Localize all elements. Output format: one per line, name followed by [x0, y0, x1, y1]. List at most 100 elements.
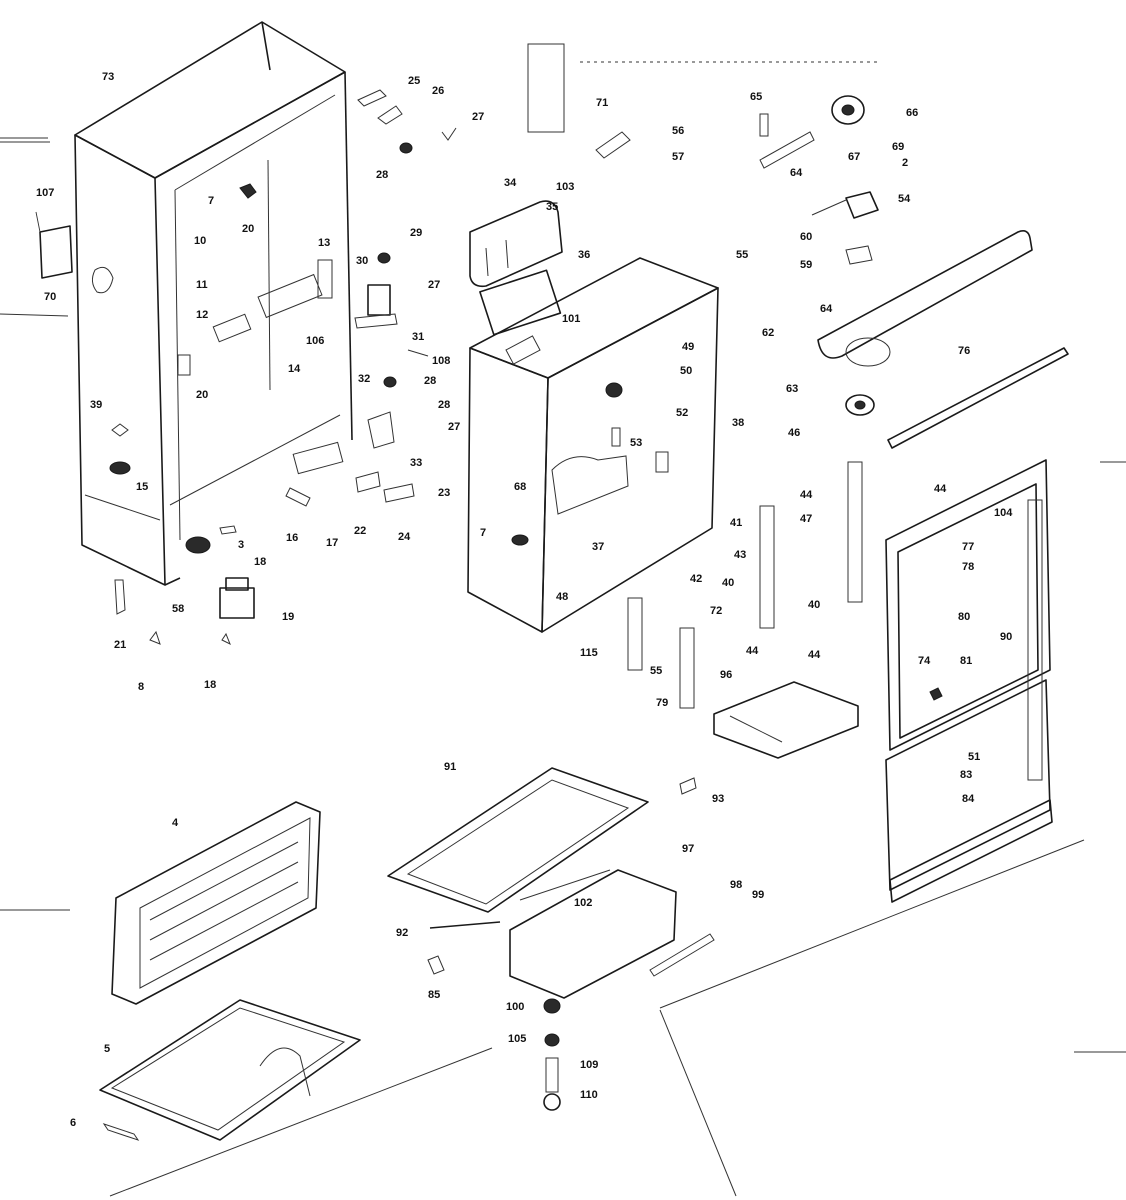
callout-36: 36 [578, 249, 590, 261]
callout-72: 72 [710, 605, 722, 617]
callout-110: 110 [580, 1089, 598, 1101]
callout-20: 20 [196, 389, 208, 401]
callout-13: 13 [318, 237, 330, 249]
fan-motor-parts [759, 95, 879, 265]
callout-33: 33 [410, 457, 422, 469]
callout-11: 11 [196, 279, 208, 291]
front-grille-4 [111, 801, 321, 1005]
callout-28: 28 [424, 375, 436, 387]
callout-85: 85 [428, 989, 440, 1001]
callout-54: 54 [898, 193, 911, 205]
callout-18: 18 [204, 679, 216, 691]
callout-102: 102 [574, 897, 592, 909]
callout-31: 31 [412, 331, 424, 343]
callout-81: 81 [960, 655, 972, 667]
callout-8: 8 [138, 681, 144, 693]
callout-6: 6 [70, 1117, 76, 1129]
callout-28: 28 [438, 399, 450, 411]
callout-7: 7 [208, 195, 214, 207]
callout-38: 38 [732, 417, 744, 429]
callout-60: 60 [800, 231, 812, 243]
callout-25: 25 [408, 75, 420, 87]
shelf-supports [627, 461, 863, 759]
callout-73: 73 [102, 71, 114, 83]
callout-34: 34 [504, 177, 517, 189]
callout-35: 35 [546, 201, 558, 213]
callout-79: 79 [656, 697, 668, 709]
callout-27: 27 [448, 421, 460, 433]
callout-62: 62 [762, 327, 774, 339]
callout-44: 44 [746, 645, 759, 657]
callout-107: 107 [36, 187, 54, 199]
freezer-liner [467, 257, 719, 633]
callout-27: 27 [428, 279, 440, 291]
callout-22: 22 [354, 525, 366, 537]
callout-42: 42 [690, 573, 702, 585]
crisper-cover-91 [387, 767, 715, 999]
callout-16: 16 [286, 532, 298, 544]
air-duct-76 [817, 230, 1069, 449]
callout-18: 18 [254, 556, 266, 568]
callout-63: 63 [786, 383, 798, 395]
callout-19: 19 [282, 611, 294, 623]
callout-92: 92 [396, 927, 408, 939]
callout-98: 98 [730, 879, 742, 891]
callout-40: 40 [722, 577, 734, 589]
callout-70: 70 [44, 291, 56, 303]
callout-69: 69 [892, 141, 904, 153]
callout-44: 44 [808, 649, 821, 661]
callout-47: 47 [800, 513, 812, 525]
callout-66: 66 [906, 107, 918, 119]
outer-cabinet [74, 21, 353, 586]
callout-108: 108 [432, 355, 450, 367]
callout-23: 23 [438, 487, 450, 499]
callout-67: 67 [848, 151, 860, 163]
callout-59: 59 [800, 259, 812, 271]
callout-49: 49 [682, 341, 694, 353]
callout-104: 104 [994, 507, 1013, 519]
callout-68: 68 [514, 481, 526, 493]
callout-40: 40 [808, 599, 820, 611]
callout-37: 37 [592, 541, 604, 553]
callout-103: 103 [556, 181, 574, 193]
callout-91: 91 [444, 761, 456, 773]
evaporator-cover [469, 43, 631, 336]
callout-115: 115 [580, 647, 598, 659]
callout-84: 84 [962, 793, 975, 805]
callout-17: 17 [326, 537, 338, 549]
callout-20: 20 [242, 223, 254, 235]
callout-52: 52 [676, 407, 688, 419]
callout-7: 7 [480, 527, 486, 539]
callout-74: 74 [918, 655, 931, 667]
callout-77: 77 [962, 541, 974, 553]
callout-65: 65 [750, 91, 762, 103]
callout-109: 109 [580, 1059, 598, 1071]
callout-99: 99 [752, 889, 764, 901]
callout-51: 51 [968, 751, 980, 763]
callout-44: 44 [800, 489, 813, 501]
callout-21: 21 [114, 639, 126, 651]
callout-5: 5 [104, 1043, 110, 1055]
callout-26: 26 [432, 85, 444, 97]
callout-24: 24 [398, 531, 411, 543]
control-parts-cluster [354, 89, 457, 449]
callout-57: 57 [672, 151, 684, 163]
door-assembly [885, 459, 1053, 903]
cut-lines [0, 461, 1126, 1197]
callout-97: 97 [682, 843, 694, 855]
callout-53: 53 [630, 437, 642, 449]
callout-28: 28 [376, 169, 388, 181]
callout-55: 55 [650, 665, 662, 677]
callout-3: 3 [238, 539, 244, 551]
callout-29: 29 [410, 227, 422, 239]
callout-15: 15 [136, 481, 148, 493]
callout-2: 2 [902, 157, 908, 169]
callout-80: 80 [958, 611, 970, 623]
callout-93: 93 [712, 793, 724, 805]
callout-100: 100 [506, 1001, 524, 1013]
callout-10: 10 [194, 235, 206, 247]
callout-32: 32 [358, 373, 370, 385]
callout-41: 41 [730, 517, 742, 529]
